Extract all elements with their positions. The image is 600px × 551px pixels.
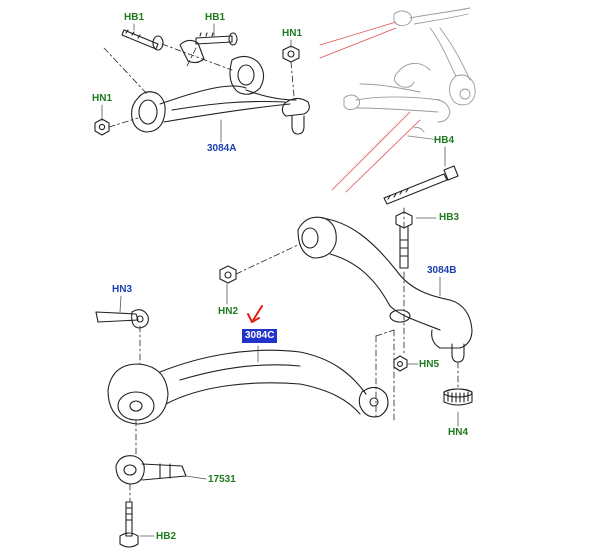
hn2-nut[interactable] <box>219 265 237 284</box>
label-hn2: HN2 <box>218 306 239 317</box>
label-17531: 17531 <box>208 474 236 485</box>
hn4-nut[interactable] <box>443 388 473 406</box>
label-hb2: HB2 <box>156 531 177 542</box>
label-hb4: HB4 <box>434 135 455 146</box>
lower-arm-assembly-b <box>219 165 473 421</box>
label-hn1-left: HN1 <box>92 93 113 104</box>
lower-arm-assembly-c <box>95 309 389 548</box>
hb1-bolt-right[interactable] <box>179 32 238 64</box>
hb4-bolt[interactable] <box>383 165 459 205</box>
upper-arm-3084a[interactable] <box>131 55 310 135</box>
label-hb3: HB3 <box>439 212 460 223</box>
leader-lines <box>101 23 459 537</box>
label-hn3: HN3 <box>112 284 133 295</box>
link-17531[interactable] <box>115 455 187 485</box>
label-hn1-top: HN1 <box>282 28 303 39</box>
callout-lines <box>319 21 421 193</box>
label-hb1-right: HB1 <box>205 12 226 23</box>
hb1-bolt-left[interactable] <box>121 29 164 51</box>
hb3-bolt[interactable] <box>395 211 413 269</box>
label-hn5: HN5 <box>419 359 440 370</box>
lower-arm-3084c[interactable] <box>107 349 389 425</box>
hn1-nut-top[interactable] <box>282 45 300 63</box>
label-3084c-selected[interactable]: 3084C <box>241 329 278 343</box>
hn5-nut[interactable] <box>393 355 408 372</box>
hn3-bracket[interactable] <box>95 309 149 329</box>
label-hb1-left: HB1 <box>124 12 145 23</box>
lower-arm-3084b[interactable] <box>297 216 473 363</box>
hn1-nut-left[interactable] <box>94 118 110 136</box>
label-3084b: 3084B <box>427 265 457 276</box>
label-hn4: HN4 <box>448 427 469 438</box>
upper-arm-assembly <box>94 29 310 136</box>
vehicle-locator-view <box>343 7 476 141</box>
label-3084a: 3084A <box>207 143 237 154</box>
pointer-arrow <box>247 305 263 323</box>
hb2-bolt[interactable] <box>119 501 139 548</box>
